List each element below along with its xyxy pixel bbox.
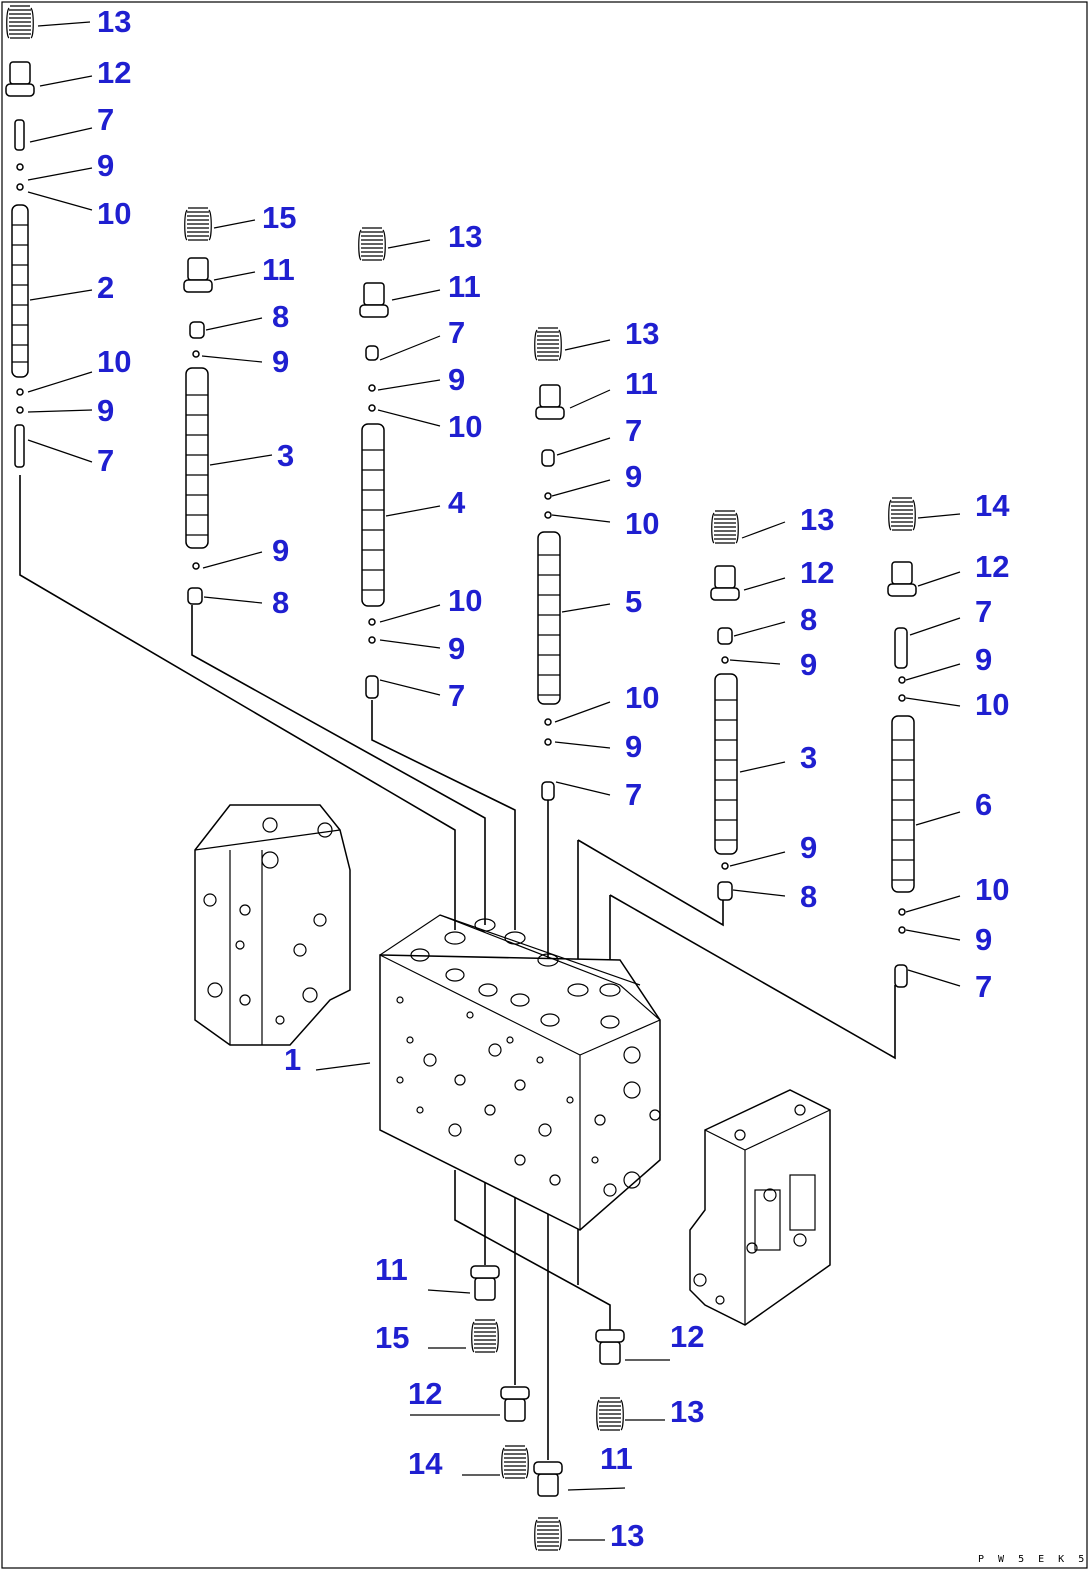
valve-end-cover-view [689, 1089, 831, 1326]
column-1-parts [5, 5, 35, 468]
callout-label: 11 [262, 252, 295, 287]
callout-label: 14 [408, 1446, 443, 1481]
callout-label: 12 [800, 555, 834, 590]
callout-label: 13 [97, 4, 131, 39]
callout-label: 9 [625, 459, 642, 494]
callout-label: 12 [408, 1376, 442, 1411]
callout-label: 3 [277, 438, 294, 473]
callout-label: 9 [97, 393, 114, 428]
callout-label: 2 [97, 270, 114, 305]
callout-label: 10 [625, 506, 659, 541]
callout-label: 14 [975, 488, 1010, 523]
callout-label: 13 [448, 219, 482, 254]
callout-label: 7 [448, 678, 465, 713]
callout-label: 9 [975, 922, 992, 957]
callout-label: 6 [975, 787, 992, 822]
callout-label: 8 [272, 585, 289, 620]
column-5-parts [710, 510, 740, 901]
callout-label: 13 [625, 316, 659, 351]
column-3-parts [358, 227, 389, 699]
column-6-parts [887, 497, 917, 988]
callout-label: 9 [448, 362, 465, 397]
column-2-parts [183, 207, 213, 605]
callout-label: 8 [800, 602, 817, 637]
callout-label: 10 [97, 196, 131, 231]
callout-label: 10 [448, 409, 482, 444]
callout-label: 4 [448, 485, 466, 520]
callout-label: 1 [284, 1042, 301, 1077]
callout-label: 9 [800, 647, 817, 682]
callout-label: 13 [670, 1394, 704, 1429]
callout-label: 7 [97, 102, 114, 137]
callout-label: 7 [448, 315, 465, 350]
callout-label: 7 [975, 594, 992, 629]
callout-label: 10 [97, 344, 131, 379]
callout-labels: 13 12 7 9 10 2 10 9 7 15 11 8 9 3 9 8 13… [97, 4, 1010, 1553]
callout-label: 10 [625, 680, 659, 715]
callout-label: 13 [610, 1518, 644, 1553]
leader-lines [27, 21, 961, 1541]
callout-label: 13 [800, 502, 834, 537]
callout-label: 12 [670, 1319, 704, 1354]
callout-label: 7 [97, 443, 114, 478]
callout-label: 12 [975, 549, 1009, 584]
callout-label: 11 [625, 366, 658, 401]
callout-label: 9 [448, 631, 465, 666]
callout-label: 8 [800, 879, 817, 914]
callout-label: 9 [625, 729, 642, 764]
callout-label: 8 [272, 299, 289, 334]
callout-label: 12 [97, 55, 131, 90]
control-valve-body [379, 914, 661, 1231]
callout-label: 15 [262, 200, 296, 235]
callout-label: 11 [448, 269, 481, 304]
callout-label: 10 [975, 872, 1009, 907]
callout-label: 7 [975, 969, 992, 1004]
callout-label: 3 [800, 740, 817, 775]
callout-label: 5 [625, 584, 642, 619]
callout-label: 9 [975, 642, 992, 677]
callout-label: 9 [97, 148, 114, 183]
callout-label: 11 [375, 1252, 408, 1287]
column-4-parts [534, 327, 565, 801]
callout-label: 9 [272, 533, 289, 568]
callout-label: 7 [625, 777, 642, 812]
callout-label: 9 [272, 344, 289, 379]
callout-label: 10 [448, 583, 482, 618]
drawing-reference-code: P W 5 E K 5 3 [978, 1554, 1090, 1565]
callout-label: 11 [600, 1441, 633, 1476]
callout-label: 10 [975, 687, 1009, 722]
callout-label: 15 [375, 1320, 409, 1355]
valve-side-view-small [194, 804, 351, 1046]
callout-label: 9 [800, 830, 817, 865]
callout-label: 7 [625, 413, 642, 448]
